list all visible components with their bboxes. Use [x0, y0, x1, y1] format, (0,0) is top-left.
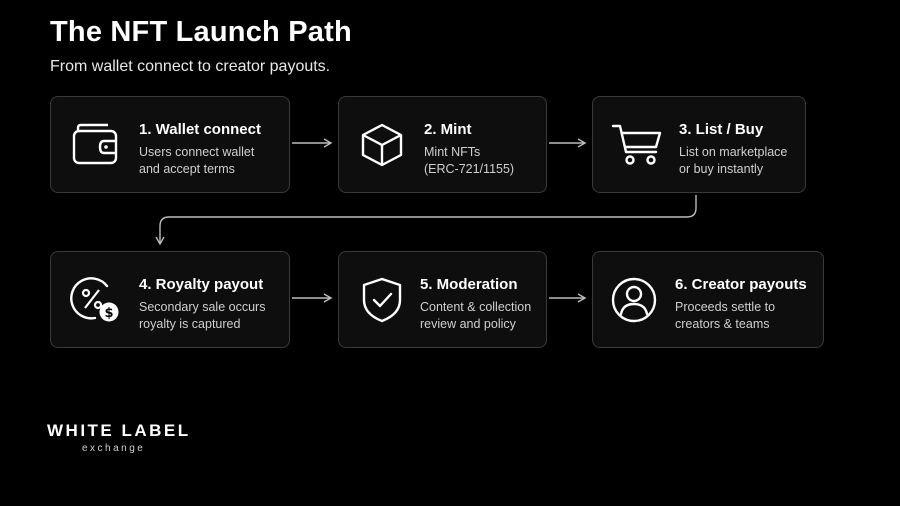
arrow-3-to-4	[155, 195, 697, 246]
step-title: 3. List / Buy	[679, 121, 764, 138]
brand-logo-text: WHITE LABEL	[47, 421, 191, 440]
brand-logo-subtext: exchange	[82, 443, 146, 454]
step-description: Mint NFTs (ERC-721/1155)	[424, 144, 514, 178]
step-card-royalty-payout: $ 4. Royalty payout Secondary sale occur…	[50, 251, 290, 348]
step-description-line: List on marketplace	[679, 145, 788, 159]
step-title: 1. Wallet connect	[139, 121, 261, 138]
step-card-moderation: 5. Moderation Content & collection revie…	[338, 251, 547, 348]
step-card-creator-payouts: 6. Creator payouts Proceeds settle to cr…	[592, 251, 824, 348]
step-description: List on marketplace or buy instantly	[679, 144, 787, 178]
step-description-line: Proceeds settle to	[675, 300, 776, 314]
step-description-line: (ERC-721/1155)	[424, 162, 515, 176]
step-card-mint: 2. Mint Mint NFTs (ERC-721/1155)	[338, 96, 547, 193]
step-description-line: Mint NFTs	[424, 145, 481, 159]
step-card-list-buy: 3. List / Buy List on marketplace or buy…	[592, 96, 806, 193]
shield-check-icon	[359, 276, 405, 324]
royalty-percent-icon: $	[69, 276, 121, 324]
step-description-line: review and policy	[420, 317, 516, 331]
step-description: Proceeds settle to creators & teams	[675, 299, 775, 333]
step-description: Secondary sale occurs royalty is capture…	[139, 299, 265, 333]
svg-text:$: $	[104, 306, 113, 321]
step-description-line: Secondary sale occurs	[139, 300, 266, 314]
cube-icon	[359, 122, 405, 168]
step-description-line: Users connect wallet	[139, 145, 255, 159]
diagram-title: The NFT Launch Path	[50, 16, 352, 48]
step-description-line: creators & teams	[675, 317, 770, 331]
step-title: 4. Royalty payout	[139, 276, 264, 293]
user-circle-icon	[609, 275, 659, 325]
step-title: 5. Moderation	[420, 276, 518, 293]
step-card-wallet-connect: 1. Wallet connect Users connect wallet a…	[50, 96, 290, 193]
step-title: 2. Mint	[424, 121, 472, 138]
step-description-line: or buy instantly	[679, 162, 764, 176]
step-description-line: and accept terms	[139, 162, 235, 176]
step-title: 6. Creator payouts	[675, 276, 807, 293]
step-description-line: Content & collection	[420, 300, 532, 314]
step-description-line: royalty is captured	[139, 317, 241, 331]
step-description: Users connect wallet and accept terms	[139, 144, 254, 178]
shopping-cart-icon	[611, 122, 663, 168]
step-description: Content & collection review and policy	[420, 299, 531, 333]
diagram-subtitle: From wallet connect to creator payouts.	[50, 58, 331, 75]
wallet-icon	[71, 123, 121, 167]
